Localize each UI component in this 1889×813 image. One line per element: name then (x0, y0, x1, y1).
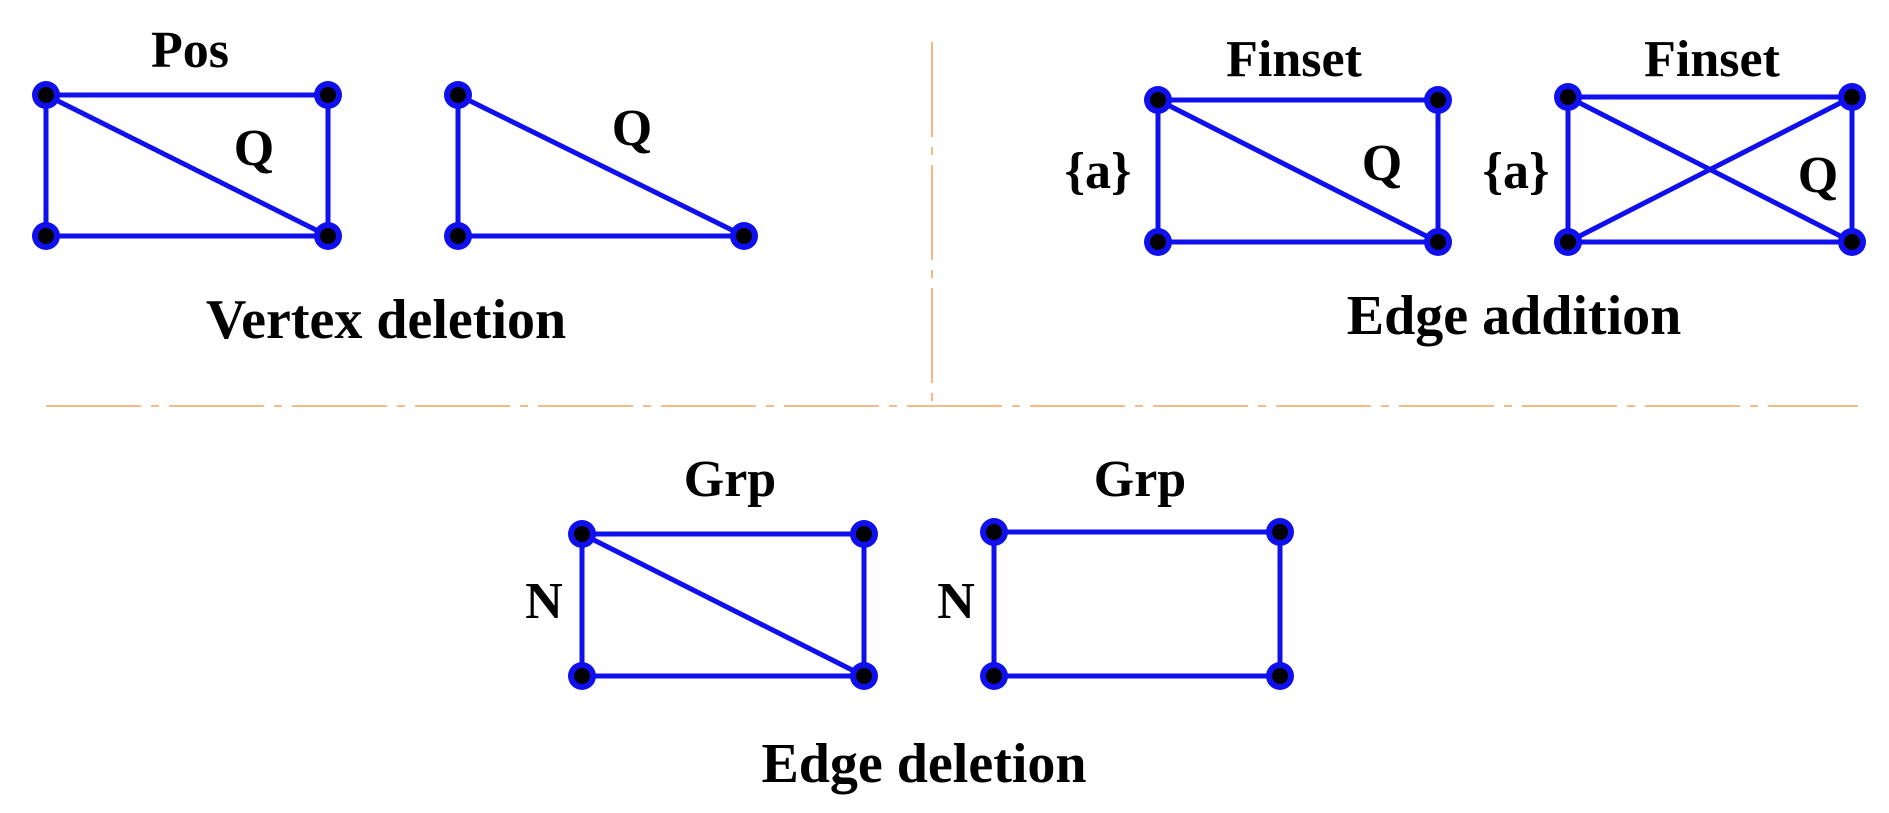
vertex (1838, 83, 1866, 111)
label-n: N (937, 573, 975, 630)
vertex (568, 662, 596, 690)
edge-added-diagonal (1565, 94, 1855, 245)
vertex (568, 520, 596, 548)
vertex (1144, 228, 1172, 256)
label-set-a: {a} (1483, 143, 1550, 200)
edge-diagonal (1155, 97, 1441, 245)
vertex (32, 222, 60, 250)
vertex (1266, 662, 1294, 690)
vertex (1554, 228, 1582, 256)
label-set-a: {a} (1065, 143, 1132, 200)
vertex (1424, 228, 1452, 256)
graph-grp-right: Grp N (937, 451, 1294, 690)
vertex (314, 81, 342, 109)
label-q: Q (234, 120, 274, 177)
label-n: N (525, 573, 563, 630)
graph-q-triangle: Q (444, 81, 758, 250)
vertex (1266, 518, 1294, 546)
label-grp: Grp (1094, 451, 1186, 508)
vertex (444, 222, 472, 250)
vertex (980, 518, 1008, 546)
vertex (1424, 86, 1452, 114)
label-finset: Finset (1644, 31, 1780, 88)
vertex (1144, 86, 1172, 114)
vertex (1554, 83, 1582, 111)
label-pos: Pos (151, 22, 229, 79)
graph-grp-left: Grp N (525, 451, 878, 690)
label-finset: Finset (1226, 31, 1362, 88)
vertex (32, 81, 60, 109)
edge-diagonal (579, 531, 867, 679)
vertex (444, 81, 472, 109)
edge-diagonal (43, 92, 331, 239)
vertex (850, 520, 878, 548)
vertex (980, 662, 1008, 690)
vertex (1838, 228, 1866, 256)
label-grp: Grp (684, 451, 776, 508)
panel-edge-addition: Finset {a} Q Finset {a} Q Edge addition (1065, 31, 1866, 347)
edge-diagonal (455, 92, 747, 239)
vertex (314, 222, 342, 250)
graph-finset-right: Finset {a} Q (1483, 31, 1866, 256)
panel-edge-deletion: Grp N Grp N Edge deletion (525, 451, 1294, 795)
caption-edge-addition: Edge addition (1347, 285, 1682, 347)
caption-vertex-deletion: Vertex deletion (206, 289, 566, 351)
graph-pos-q: Pos Q (32, 22, 342, 250)
vertex (730, 222, 758, 250)
label-q: Q (612, 100, 652, 157)
vertex (850, 662, 878, 690)
panel-vertex-deletion: Pos Q Q Vertex deletion (32, 22, 758, 351)
label-q: Q (1362, 135, 1402, 192)
label-q: Q (1798, 147, 1838, 204)
caption-edge-deletion: Edge deletion (761, 733, 1086, 795)
graph-finset-left: Finset {a} Q (1065, 31, 1452, 256)
